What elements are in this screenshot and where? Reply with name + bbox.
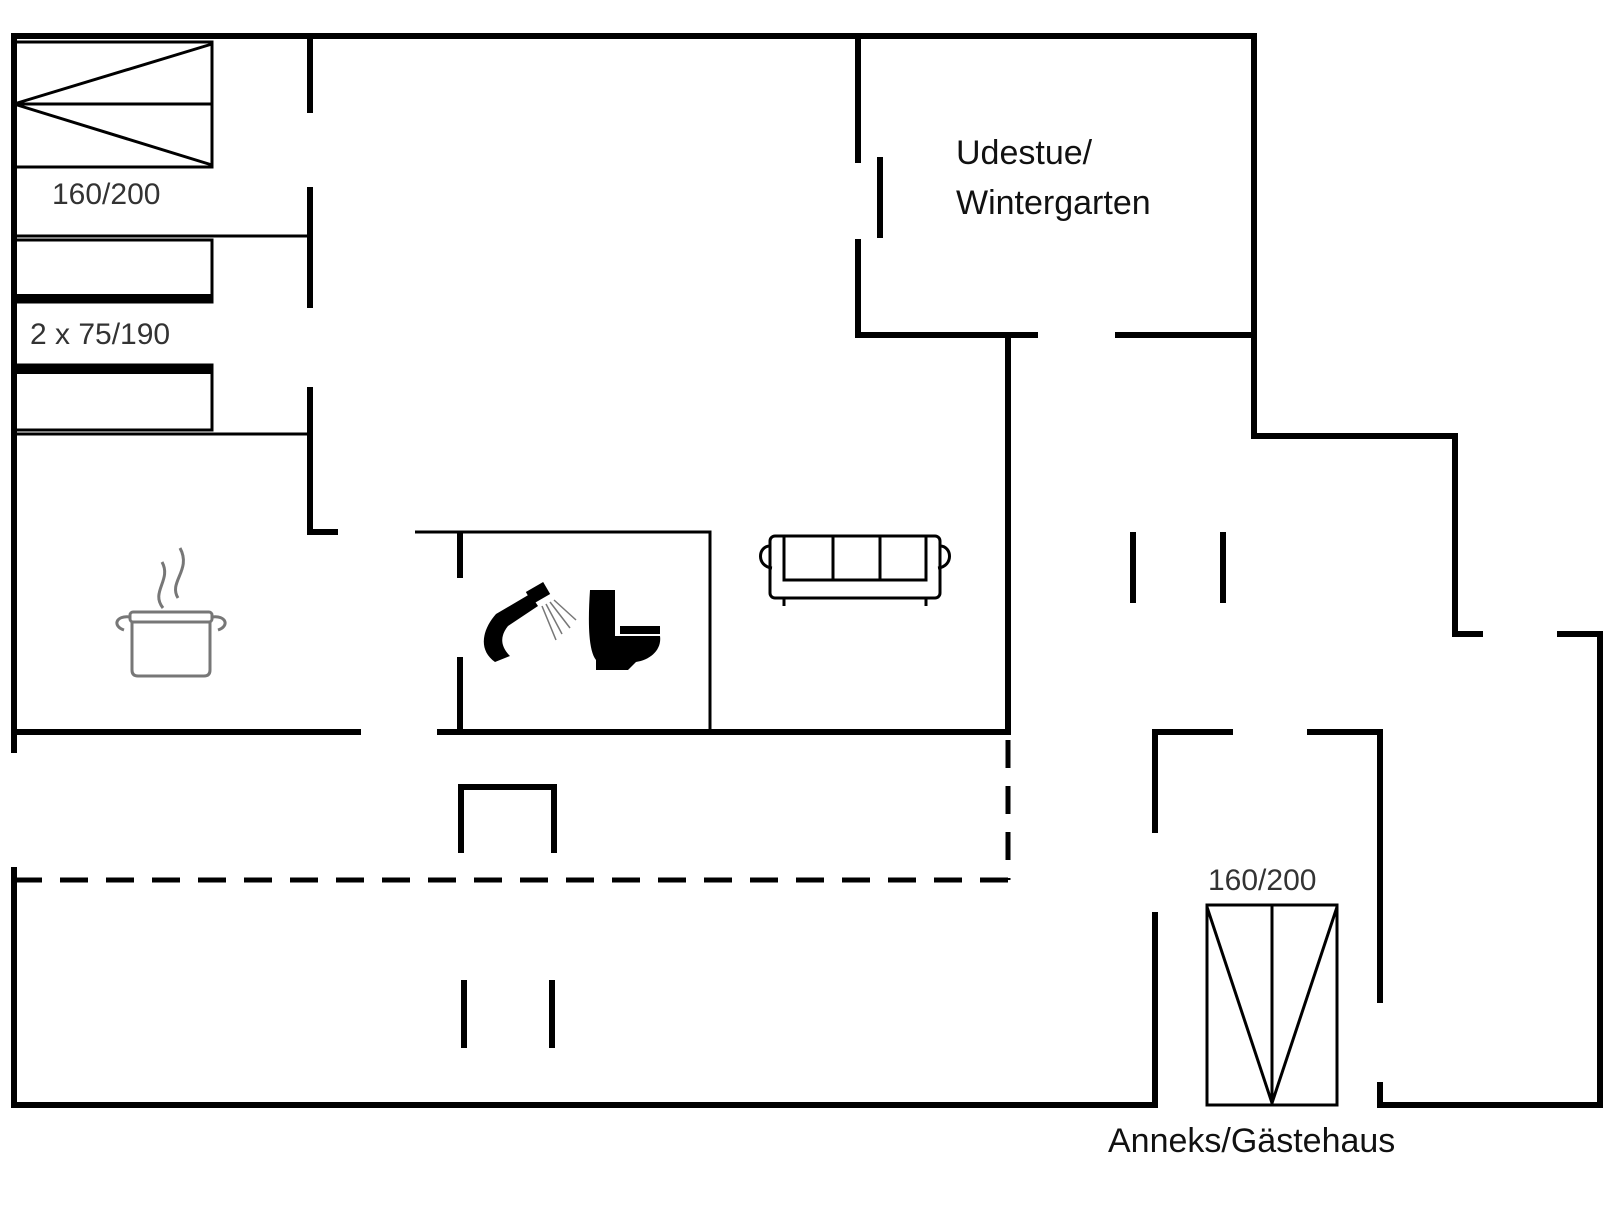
terrace-outline (14, 740, 1011, 883)
cooking-pot-icon (115, 547, 227, 678)
bed-size-label-annex: 160/200 (1208, 864, 1317, 897)
bed-double-top (12, 40, 214, 169)
toilet-icon (588, 590, 661, 670)
outer-walls (11, 33, 1603, 1108)
sofa-icon (759, 534, 951, 606)
room-label-sunroom: Udestue/ Wintergarten (956, 128, 1151, 228)
bed-size-label-top: 160/200 (52, 178, 161, 211)
room-label-sunroom-line2: Wintergarten (956, 184, 1151, 222)
interior-walls (11, 33, 1383, 1108)
bed-double-annex (1205, 903, 1339, 1107)
bed-size-label-twin: 2 x 75/190 (30, 318, 171, 351)
room-label-sunroom-line1: Udestue/ (956, 134, 1093, 172)
room-label-annex: Anneks/Gästehaus (1108, 1122, 1396, 1160)
shower-icon (483, 581, 577, 662)
bed-twin (12, 238, 214, 432)
